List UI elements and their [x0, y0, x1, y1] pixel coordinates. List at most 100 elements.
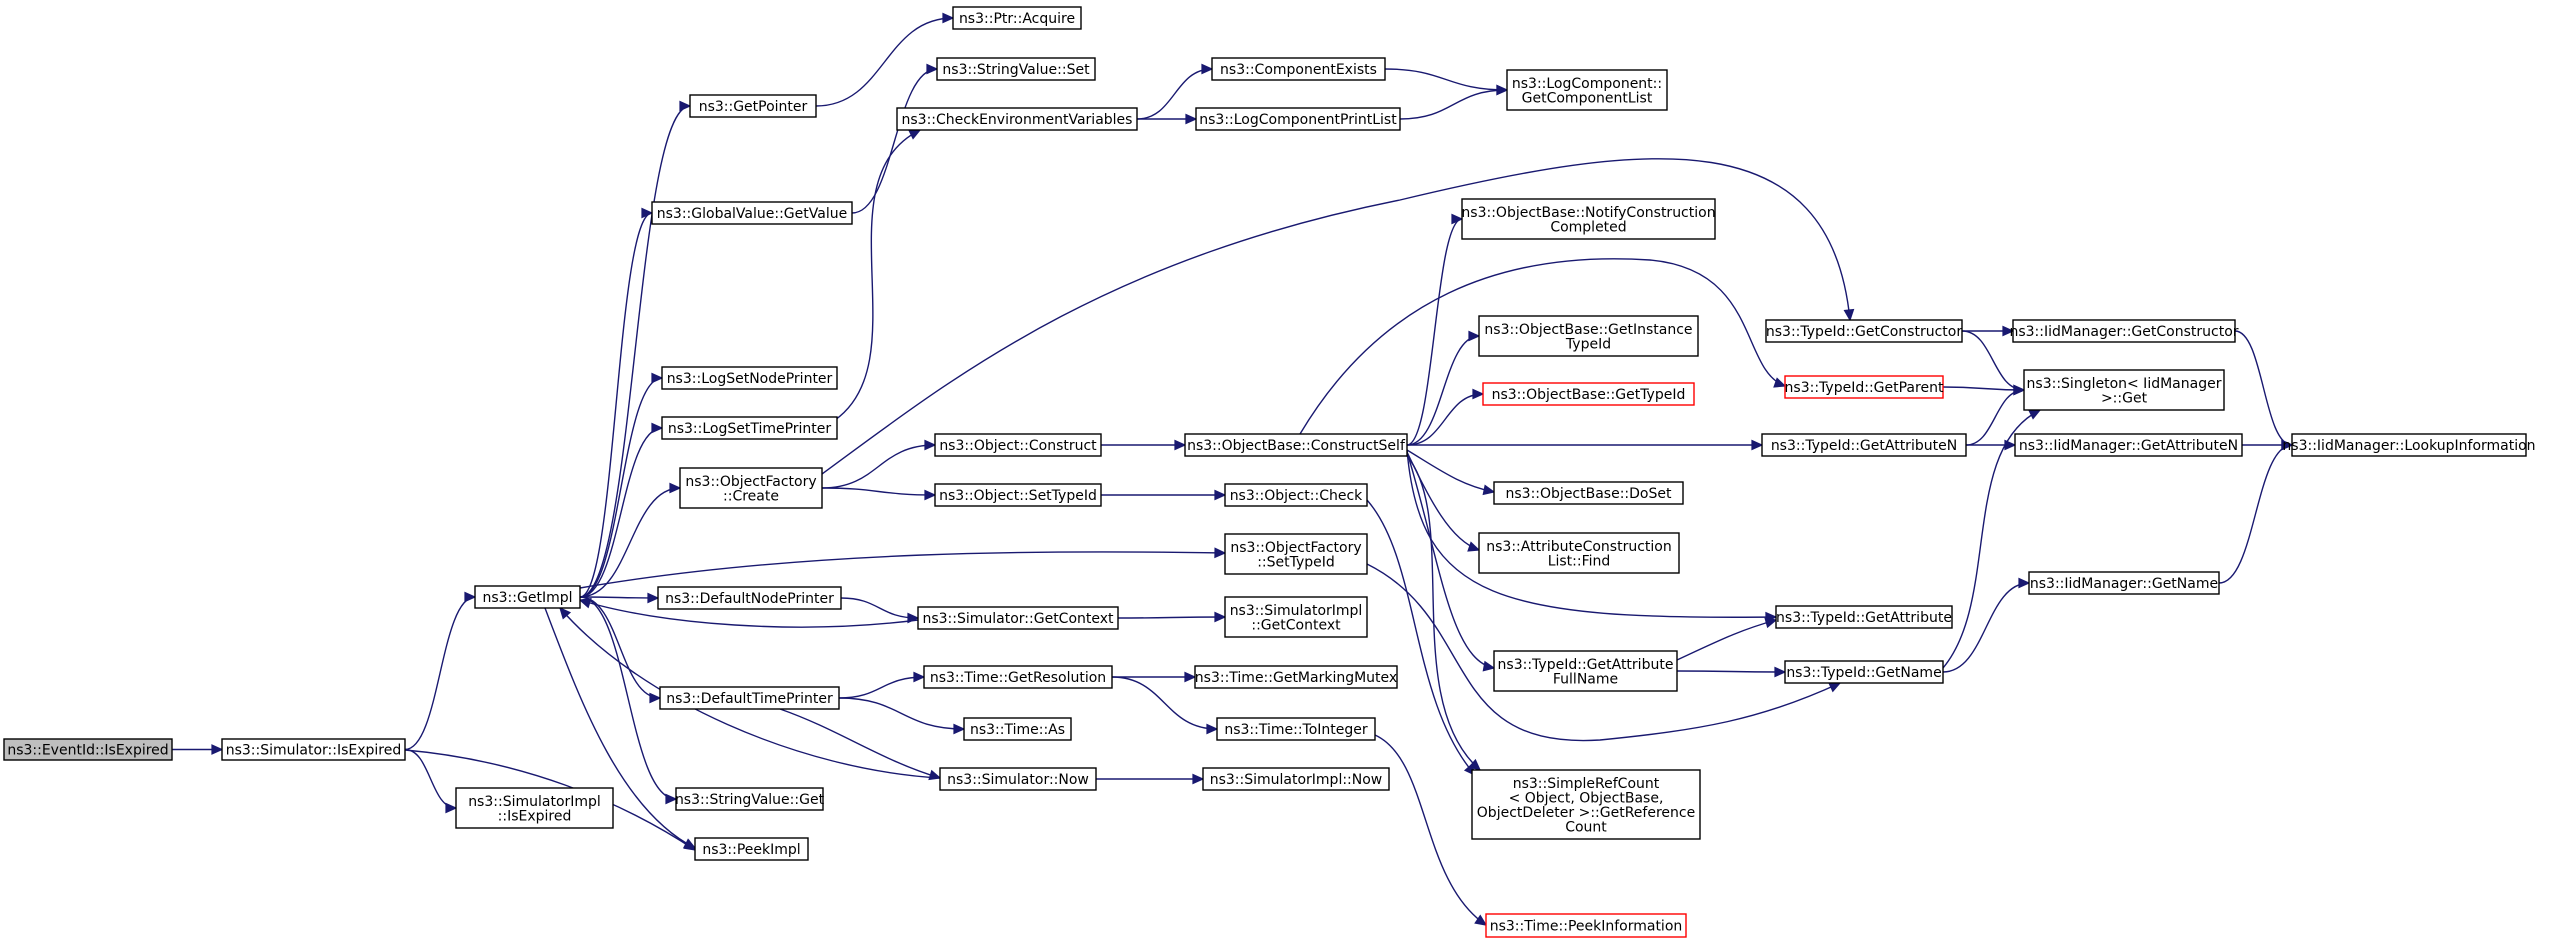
node-time-getmarkingmutex[interactable]: ns3::Time::GetMarkingMutex [1194, 665, 1398, 689]
node-componentexists[interactable]: ns3::ComponentExists [1211, 57, 1386, 81]
node-typeid-getconstructor[interactable]: ns3::TypeId::GetConstructor [1765, 319, 1963, 343]
edge-simulator_isexpired-to-getimpl [404, 591, 477, 751]
node-label: ns3::DefaultNodePrinter [665, 591, 834, 607]
node-objectbase-constructself[interactable]: ns3::ObjectBase::ConstructSelf [1184, 433, 1408, 457]
node-defaulttimeprinter[interactable]: ns3::DefaultTimePrinter [659, 686, 840, 710]
edge-simulator_getcontext-to-simulatorimpl_getcontext [1117, 611, 1227, 623]
node-typeid-getname[interactable]: ns3::TypeId::GetName [1784, 660, 1944, 684]
node-label: ns3::Time::GetResolution [930, 670, 1106, 686]
node-label: ns3::ComponentExists [1220, 62, 1377, 78]
node-time-peekinformation[interactable]: ns3::Time::PeekInformation [1485, 913, 1687, 938]
node-label: ns3::Simulator::Now [947, 772, 1089, 788]
node-typeid-getparent[interactable]: ns3::TypeId::GetParent [1784, 375, 1944, 399]
graph-edges [172, 12, 2294, 926]
node-box [1784, 660, 1944, 684]
node-box [474, 585, 581, 609]
node-logsettimeprinter[interactable]: ns3::LogSetTimePrinter [661, 416, 838, 440]
node-box [657, 586, 842, 610]
node-notifyconstruction[interactable]: ns3::ObjectBase::NotifyConstructionCompl… [1461, 198, 1716, 240]
node-checkenv[interactable]: ns3::CheckEnvironmentVariables [896, 107, 1138, 131]
node-lookupinformation[interactable]: ns3::IidManager::LookupInformation [2282, 433, 2536, 457]
edge-iidmanager_getname-to-lookupinformation [2218, 439, 2294, 584]
node-box [1224, 533, 1368, 575]
node-typeid-getattributen[interactable]: ns3::TypeId::GetAttributeN [1761, 433, 1967, 457]
node-iidmanager-getname[interactable]: ns3::IidManager::GetName [2028, 571, 2220, 595]
node-label: ns3::SimulatorImpl [1230, 603, 1363, 619]
node-stringvalue-set[interactable]: ns3::StringValue::Set [936, 57, 1096, 81]
node-objectbase-doset[interactable]: ns3::ObjectBase::DoSet [1493, 481, 1684, 505]
node-box [1211, 57, 1386, 81]
node-simulatorimpl-getcontext[interactable]: ns3::SimulatorImpl::GetContext [1224, 596, 1368, 638]
node-simulatorimpl-now[interactable]: ns3::SimulatorImpl::Now [1202, 767, 1390, 791]
node-label: < Object, ObjectBase, [1509, 790, 1664, 806]
node-logsetnodeprinter[interactable]: ns3::LogSetNodePrinter [661, 366, 838, 390]
edge-objectbase_constructself-to-getinstancetypeid [1406, 330, 1481, 446]
node-simulatorimpl-isexpired[interactable]: ns3::SimulatorImpl::IsExpired [455, 787, 614, 829]
node-defaultnodeprinter[interactable]: ns3::DefaultNodePrinter [657, 586, 842, 610]
node-label: ::Create [723, 488, 779, 504]
node-peekimpl[interactable]: ns3::PeekImpl [694, 837, 809, 861]
node-box [221, 738, 406, 761]
node-object-settypeid[interactable]: ns3::Object::SetTypeId [934, 483, 1102, 507]
node-box [896, 107, 1138, 131]
node-time-as[interactable]: ns3::Time::As [963, 717, 1072, 741]
node-time-getresolution[interactable]: ns3::Time::GetResolution [923, 665, 1113, 689]
node-ptr-acquire[interactable]: ns3::Ptr::Acquire [952, 6, 1082, 30]
node-label: ns3::IidManager::GetName [2030, 576, 2218, 592]
node-objectfactory-create[interactable]: ns3::ObjectFactory::Create [679, 467, 823, 509]
node-label: ns3::LogComponentPrintList [1199, 112, 1397, 128]
node-getimpl[interactable]: ns3::GetImpl [474, 585, 581, 609]
node-box [1482, 382, 1695, 406]
node-objectfactory-settypeid[interactable]: ns3::ObjectFactory::SetTypeId [1224, 533, 1368, 575]
node-label: Count [1565, 819, 1607, 835]
edge-objectbase_constructself-to-attributeconstructionlist_find [1406, 451, 1481, 552]
node-box [3, 738, 173, 761]
node-simulator-getcontext[interactable]: ns3::Simulator::GetContext [917, 606, 1119, 630]
node-label: ns3::CheckEnvironmentVariables [902, 112, 1133, 128]
node-time-tointeger[interactable]: ns3::Time::ToInteger [1216, 717, 1376, 741]
edge-simulator_getcontext-to-getimpl [578, 597, 919, 628]
edge-getimpl-to-logsettimeprinter [579, 422, 664, 598]
edge-getimpl-to-getpointer [579, 100, 692, 598]
node-simplerefcount[interactable]: ns3::SimpleRefCount< Object, ObjectBase,… [1471, 769, 1701, 840]
node-stringvalue-get[interactable]: ns3::StringValue::Get [675, 787, 825, 811]
node-object-construct[interactable]: ns3::Object::Construct [934, 433, 1102, 457]
node-box [1195, 107, 1401, 131]
node-label: ns3::StringValue::Set [942, 62, 1090, 78]
node-object-check[interactable]: ns3::Object::Check [1224, 483, 1368, 507]
node-objectbase-gettypeid[interactable]: ns3::ObjectBase::GetTypeId [1482, 382, 1695, 406]
node-label: ns3::GetImpl [482, 590, 572, 606]
node-simulator-isexpired[interactable]: ns3::Simulator::IsExpired [221, 738, 406, 761]
node-label: ns3::LogComponent:: [1512, 76, 1662, 92]
node-iidmanager-getattributen[interactable]: ns3::IidManager::GetAttributeN [2014, 433, 2243, 457]
node-iidmanager-getconstructor[interactable]: ns3::IidManager::GetConstructor [2009, 319, 2239, 343]
node-label: >::Get [2101, 390, 2148, 406]
edge-simulator_now-to-getimpl [559, 606, 941, 779]
node-logcomponentprintlist[interactable]: ns3::LogComponentPrintList [1195, 107, 1401, 131]
node-box [2028, 571, 2220, 595]
node-typeid-getattribute[interactable]: ns3::TypeId::GetAttribute [1775, 605, 1953, 629]
node-globalvalue-getvalue[interactable]: ns3::GlobalValue::GetValue [651, 201, 853, 225]
node-eventid-isexpired[interactable]: ns3::EventId::IsExpired [3, 738, 173, 761]
node-label: ns3::TypeId::GetAttribute [1498, 657, 1674, 673]
edge-objectbase_constructself-to-typeid_getparent [1299, 258, 1787, 435]
node-singleton-get[interactable]: ns3::Singleton< IidManager >::Get [2023, 369, 2225, 411]
edge-iidmanager_getconstructor-to-lookupinformation [2234, 330, 2294, 451]
edge-simulator_isexpired-to-simulatorimpl_isexpired [404, 748, 458, 814]
node-getcomponentlist[interactable]: ns3::LogComponent::GetComponentList [1506, 69, 1668, 111]
node-getpointer[interactable]: ns3::GetPointer [689, 94, 817, 118]
node-label: ns3::ObjectBase::NotifyConstruction [1461, 205, 1715, 221]
node-box [2014, 433, 2243, 457]
edge-simulator_now-to-simulatorimpl_now [1096, 773, 1205, 785]
node-box [1471, 769, 1701, 840]
node-label: ns3::ObjectFactory [685, 474, 816, 490]
node-label: ns3::SimulatorImpl::Now [1210, 772, 1383, 788]
node-label: ns3::ObjectBase::ConstructSelf [1187, 438, 1406, 454]
node-label: ns3::Time::As [970, 722, 1065, 738]
node-simulator-now[interactable]: ns3::Simulator::Now [939, 767, 1097, 791]
edge-objectbase_constructself-to-objectbase_doset [1406, 449, 1496, 496]
node-label: ns3::ObjectBase::DoSet [1506, 486, 1672, 502]
